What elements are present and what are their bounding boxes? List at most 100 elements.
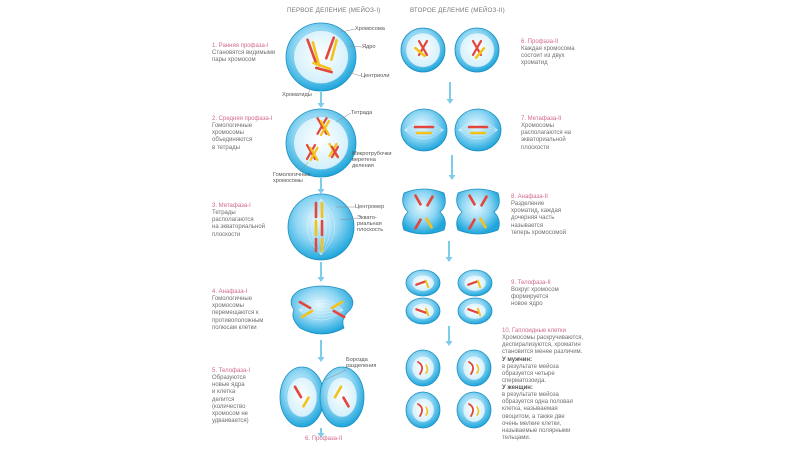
stage-6-title: 6. Профаза-II bbox=[521, 39, 559, 45]
arrow-8-9 bbox=[445, 241, 453, 262]
chromosome bbox=[316, 117, 328, 135]
stage-9-desc: Вокруг хромосом формируется новое ядро bbox=[511, 287, 559, 308]
stage-10-title: 10. Гаплоидные клетки bbox=[502, 328, 566, 334]
chromosome bbox=[312, 61, 332, 71]
arrow-head bbox=[317, 103, 325, 108]
chromosome bbox=[467, 280, 479, 286]
chromosome bbox=[426, 195, 434, 207]
spindle-fiber bbox=[404, 129, 444, 140]
label-equatorial: Эквато- риальная плоскость bbox=[357, 215, 384, 234]
stage-10-desc: Хромосомы раскручиваются, деспирализуютс… bbox=[502, 335, 584, 356]
spindle-fiber bbox=[298, 309, 344, 314]
stage-8-title: 8. Анафаза-II bbox=[511, 194, 548, 200]
leader-line bbox=[347, 45, 363, 48]
arrow-5-6 bbox=[317, 428, 325, 438]
label-furrow: Борозда разделения bbox=[346, 357, 377, 370]
label-spindle: Микротрубочки веретена деления bbox=[352, 151, 392, 170]
chromosome bbox=[332, 309, 346, 319]
stage-10-male-label: У мужчин: bbox=[502, 357, 533, 363]
chromosome bbox=[468, 194, 476, 206]
chromosome bbox=[414, 194, 422, 206]
chromosome bbox=[330, 300, 344, 310]
spindle-fiber bbox=[458, 129, 498, 137]
arrow-1-2 bbox=[317, 92, 325, 108]
stage-3-title: 3. Метафаза-I bbox=[212, 203, 251, 209]
header-first-division: ПЕРВОЕ ДЕЛЕНИЕ (МЕЙОЗ-I) bbox=[287, 7, 381, 14]
chromosome bbox=[293, 385, 303, 399]
stage-10-female-label: У женщин: bbox=[502, 385, 533, 391]
leader-line bbox=[324, 369, 347, 381]
chromosome bbox=[468, 218, 476, 230]
stage-1-title: 1. Ранняя профаза-I bbox=[212, 43, 269, 49]
chromosome bbox=[424, 307, 430, 317]
spindle-fiber bbox=[311, 198, 322, 256]
stage-4-desc: Гомологичные хромосомы перемещаются к пр… bbox=[212, 296, 264, 331]
chromatin bbox=[425, 364, 429, 374]
stage-4-title: 4. Анафаза-I bbox=[212, 289, 248, 295]
leader-line bbox=[299, 161, 309, 173]
stage-8-desc: Разделение хроматид, каждая дочерняя час… bbox=[511, 201, 567, 236]
cell-stage-3 bbox=[287, 193, 355, 261]
nucleus bbox=[326, 376, 358, 418]
spindle-fiber bbox=[404, 129, 444, 137]
chromosome bbox=[300, 309, 314, 319]
arrow-3-4 bbox=[317, 262, 325, 282]
chromosome bbox=[311, 41, 321, 67]
leader-line bbox=[335, 112, 352, 123]
cell-stage-1 bbox=[285, 22, 357, 92]
spindle-fiber bbox=[320, 198, 335, 256]
spindle-fiber bbox=[404, 123, 444, 131]
spindle-fiber bbox=[298, 299, 344, 311]
cell-membrane bbox=[402, 188, 446, 235]
nucleus bbox=[411, 397, 435, 423]
chromosome bbox=[415, 308, 427, 314]
chromatin bbox=[476, 406, 480, 416]
chromosome bbox=[309, 146, 319, 162]
arrow-head bbox=[317, 189, 325, 194]
stage-2-title: 2. Средняя профаза-I bbox=[212, 116, 273, 122]
arrow-9-10 bbox=[445, 326, 453, 346]
leader-line bbox=[347, 71, 362, 77]
chromatin bbox=[468, 361, 474, 375]
spindle-fiber bbox=[298, 303, 344, 311]
leader-line bbox=[345, 152, 353, 159]
spindle-fiber bbox=[404, 120, 444, 131]
chromosome bbox=[324, 36, 336, 60]
stage-2-desc: Гомологичные хромосомы объединяются в те… bbox=[212, 123, 253, 151]
cell-stage-6a bbox=[400, 27, 446, 73]
stage-7-title: 7. Метафаза-II bbox=[521, 116, 562, 122]
spindle-fiber bbox=[298, 306, 344, 311]
arrow-head bbox=[445, 341, 453, 346]
stage-9-title: 9. Телофаза-II bbox=[511, 280, 551, 286]
chromosome bbox=[476, 307, 482, 317]
cell-stage-5 bbox=[279, 366, 365, 428]
chromosome bbox=[330, 39, 338, 61]
nucleus bbox=[462, 355, 486, 381]
header-second-division: ВТОРОЕ ДЕЛЕНИЕ (МЕЙОЗ-II) bbox=[410, 7, 505, 14]
chromosome bbox=[314, 66, 334, 74]
arrow-head bbox=[448, 175, 456, 180]
label-centromere: Центромер bbox=[355, 204, 385, 210]
chromosome bbox=[305, 143, 317, 161]
arrow-head bbox=[317, 357, 325, 362]
chromosome bbox=[414, 46, 426, 58]
chromosome bbox=[424, 279, 430, 289]
cell-stage-7 bbox=[400, 108, 502, 152]
arrow-6-7 bbox=[446, 82, 454, 104]
chromatin bbox=[417, 361, 423, 375]
chromosome bbox=[474, 47, 486, 59]
chromosome bbox=[425, 217, 433, 229]
arrow-head bbox=[317, 277, 325, 282]
chromosome bbox=[480, 195, 488, 207]
cell-stage-2 bbox=[285, 108, 357, 178]
chromatin bbox=[476, 364, 480, 374]
chromosome bbox=[306, 38, 318, 66]
leader-line bbox=[339, 217, 358, 221]
cell-stage-9 bbox=[405, 269, 493, 325]
chromatin bbox=[425, 406, 429, 416]
stage-6-bottom-label: 6. Профаза-II bbox=[305, 436, 343, 442]
cell-stage-4 bbox=[290, 285, 354, 335]
chromosome bbox=[319, 119, 331, 137]
